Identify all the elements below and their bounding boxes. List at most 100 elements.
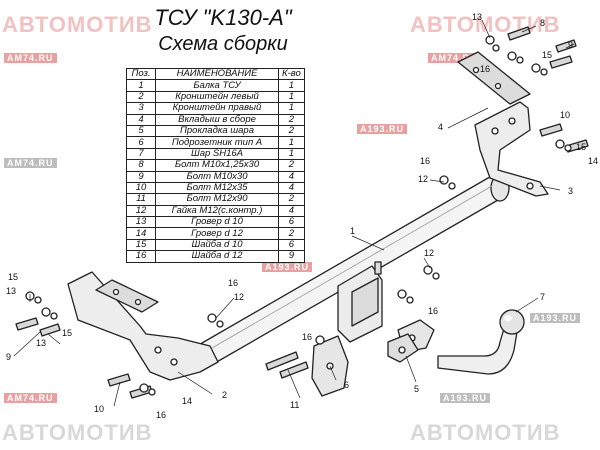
col-position: Поз. (126, 67, 156, 81)
watermark-url-bottom-right: A193.RU (440, 393, 491, 403)
watermark-url-top-left: AM74.RU (4, 53, 57, 63)
part-name: Болт M10x30 (155, 170, 279, 183)
callout-16-left: 16 (156, 410, 166, 420)
watermark-url-bottom-left: AM74.RU (4, 393, 57, 403)
part-name: Гайка M12(с.контр.) (155, 204, 279, 218)
callout-16-right: 16 (420, 156, 430, 166)
part-position: 6 (126, 136, 156, 149)
part-qty: 1 (278, 90, 305, 104)
bolt-10-right-a (539, 123, 563, 137)
part-name: Кронштейн левый (155, 90, 279, 104)
callout-12-right: 12 (418, 174, 428, 184)
watermark-brand-top-left: АВТОМОТИВ (2, 12, 153, 37)
callout-16-mid: 16 (428, 306, 438, 316)
watermark-url-top-right: AM74.RU (428, 53, 481, 63)
tow-ball (499, 309, 525, 335)
part-name: Вкладыш в сборе (155, 113, 279, 126)
watermark-brand-bottom-right: АВТОМОТИВ (410, 420, 561, 445)
part-position: 2 (126, 90, 156, 104)
part-position: 10 (126, 181, 156, 195)
part-position: 3 (126, 102, 156, 115)
part-qty: 2 (278, 193, 305, 206)
part-qty: 4 (278, 170, 305, 183)
part-qty: 2 (278, 113, 305, 126)
callout-15-top: 15 (542, 50, 552, 60)
callout-14-right: 14 (588, 156, 598, 166)
right-bracket (474, 101, 549, 197)
bolt-9-top-b (549, 55, 573, 69)
part-name: Кронштейн правый (155, 102, 279, 115)
part-name: Гровер d 12 (155, 227, 279, 240)
part-name: Балка ТСУ (155, 79, 279, 92)
part-name: Шайба d 12 (155, 250, 279, 263)
col-name: НАИМЕНОВАНИЕ (155, 67, 279, 81)
part-name: Болт M12x90 (155, 193, 279, 206)
callout-5: 5 (414, 384, 419, 394)
callout-14-left: 14 (182, 396, 192, 406)
callout-2: 2 (222, 390, 227, 400)
part-qty: 6 (278, 238, 305, 252)
callout-1: 1 (350, 226, 355, 236)
watermark-url-mid-upper: A193.RU (357, 124, 408, 134)
part-name: Прокладка шара (155, 124, 279, 138)
bolt-8 (507, 26, 531, 41)
part-position: 8 (126, 159, 156, 172)
callout-16-ball: 16 (302, 332, 312, 342)
left-bracket (67, 271, 219, 381)
insert-left (95, 279, 159, 313)
part-position: 14 (126, 227, 156, 240)
part-qty: 4 (278, 181, 305, 195)
part-name: Болт M12x35 (155, 181, 279, 195)
watermark-brand-bottom-left: АВТОМОТИВ (2, 420, 153, 445)
part-qty: 2 (278, 159, 305, 172)
part-position: 15 (126, 238, 156, 252)
bolt-9-left-b (39, 323, 61, 337)
callout-8: 8 (540, 18, 545, 28)
drawing-subtitle: Схема сборки (158, 33, 288, 55)
parts-table-header: Поз. НАИМЕНОВАНИЕ К-во (126, 67, 305, 81)
callout-10-left: 10 (94, 404, 104, 414)
callout-9-top: 9 (568, 40, 573, 50)
watermark-url-mid-right: A193.RU (530, 313, 581, 323)
part-name: Болт M10x1,25x30 (155, 159, 279, 172)
part-qty: 9 (278, 250, 305, 263)
bolt-11-b (279, 361, 309, 379)
callout-15-left: 15 (8, 272, 18, 282)
part-position: 1 (126, 79, 156, 92)
col-qty: К-во (278, 67, 305, 81)
callout-12-mid: 12 (424, 248, 434, 258)
part-position: 13 (126, 216, 156, 229)
callout-13-lower: 13 (36, 338, 46, 348)
bolt-9-left-a (15, 317, 39, 331)
part-name: Подрозетник тип А (155, 136, 279, 149)
part-qty: 2 (278, 124, 305, 138)
part-name: Шар SH16A (155, 147, 279, 161)
watermark-url-mid-center: A193.RU (262, 262, 313, 272)
watermark-url-mid-left: AM74.RU (4, 158, 57, 168)
watermark-brand-top-right: АВТОМОТИВ (410, 12, 561, 37)
insert-right (457, 51, 531, 105)
part-qty: 1 (278, 79, 305, 92)
part-position: 4 (126, 113, 156, 126)
callout-4-right: 4 (438, 122, 443, 132)
part-position: 12 (126, 204, 156, 218)
callout-10-right: 10 (560, 110, 570, 120)
part-position: 16 (126, 250, 156, 263)
part-name: Гровер d 10 (155, 216, 279, 229)
part-position: 11 (126, 193, 156, 206)
